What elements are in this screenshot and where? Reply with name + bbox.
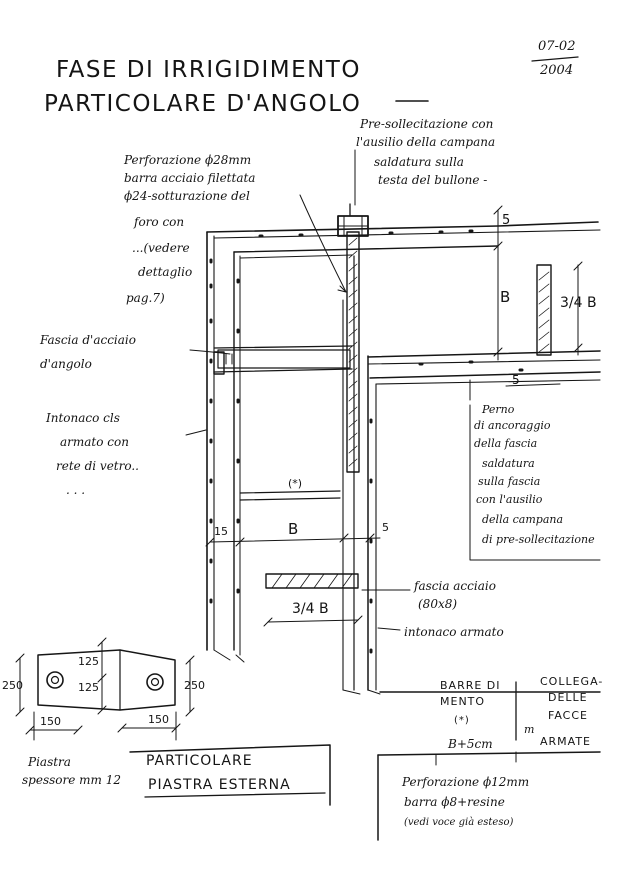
dim-three-quarter-b-bottom: 3/4 B [292,601,329,617]
dim-fifteen: 15 [214,525,228,538]
dim-b-right: B [500,288,511,306]
perforation-line-6: dettaglio [138,265,193,279]
perno-line-5: sulla fascia [478,475,541,488]
plate-d250-right: 250 [184,679,205,692]
plate-d125-bottom: 125 [78,681,99,694]
dim-three-quarter-b-right: 3/4 B [560,295,597,311]
perforation-line-4: foro con [134,215,185,229]
b5cm-label: B+5cm [448,737,493,751]
dim-b-bottom: B [288,520,299,538]
presoll-line-3: saldatura sulla [374,155,464,169]
perforation-line-7: pag.7) [126,291,165,305]
presoll-line-4: testa del bullone - [378,173,488,187]
barre-line-2: MENTO [440,695,486,708]
perforation2-line-2: barra ϕ8+resine [404,795,505,809]
dim-five-bottom: 5 [382,521,389,534]
perno-line-7: della campana [482,513,564,526]
plate-d150-left: 150 [40,715,61,728]
date-top: 07-02 [538,39,576,54]
collegamento-line-4: ARMATE [540,735,591,748]
intonaco-armato-label: intonaco armato [404,625,504,639]
particolare-line-1: PARTICOLARE [146,753,253,769]
plate-d125-top: 125 [78,655,99,668]
collegamento-line-2: DELLE [548,691,588,704]
title-line-1: FASE DI IRRIGIDIMENTO [56,57,361,83]
plate-d150-right: 150 [148,713,169,726]
leader-lines [185,149,601,631]
perno-line-3: della fascia [474,437,538,450]
collegamento-line-3: FACCE [548,709,588,722]
collegamento-m: m [524,723,535,736]
perforation-line-2: barra acciaio filettata [124,171,256,185]
perforation-line-5: ...(vedere [132,241,190,255]
corner-structure [206,203,601,695]
perforation2-line-3: (vedi voce già esteso) [404,817,514,828]
perforation2-line-1: Perforazione ϕ12mm [402,775,530,789]
fascia-acciaio-line-1: fascia acciaio [414,579,496,593]
dim-star: (*) [288,477,303,490]
fascia-angolo-line-2: d'angolo [40,357,92,371]
intonaco-cls-line-3: rete di vetro.. [56,459,139,473]
piastra-line-2: spessore mm 12 [22,773,121,787]
collegamento-line-1: COLLEGA- [540,675,604,688]
perno-line-1: Perno [482,403,515,416]
perforation-line-1: Perforazione ϕ28mm [124,153,252,167]
perno-line-6: con l'ausilio [476,493,543,506]
barre-line-3: (*) [454,715,470,726]
date-bottom: 2004 [540,63,574,78]
dim-five-mid: 5 [512,373,520,387]
bottom-right-table [377,681,601,841]
particolare-line-2: PIASTRA ESTERNA [148,777,291,793]
intonaco-cls-line-2: armato con [60,435,129,449]
title-line-2: PARTICOLARE D'ANGOLO [44,91,362,117]
date-underline [531,56,579,62]
barre-line-1: BARRE DI [440,679,501,692]
presoll-line-2: l'ausilio della campana [356,135,496,149]
fascia-acciaio-line-2: (80x8) [418,597,458,611]
intonaco-cls-line-1: Intonaco cls [46,411,120,425]
intonaco-cls-line-4: . . . [66,483,86,497]
piastra-line-1: Piastra [28,755,71,769]
plate-d250-left: 250 [2,679,23,692]
plate-detail [15,637,331,806]
presoll-line-1: Pre-sollecitazione con [360,117,494,131]
fascia-angolo-line-1: Fascia d'acciaio [40,333,136,347]
dimension-lines [205,205,583,627]
perno-line-4: saldatura [482,457,535,470]
perno-line-2: di ancoraggio [474,419,551,432]
perforation-line-3: ϕ24-sotturazione del [124,189,250,203]
perno-line-8: di pre-sollecitazione [482,533,595,546]
dim-five-top: 5 [502,213,511,228]
